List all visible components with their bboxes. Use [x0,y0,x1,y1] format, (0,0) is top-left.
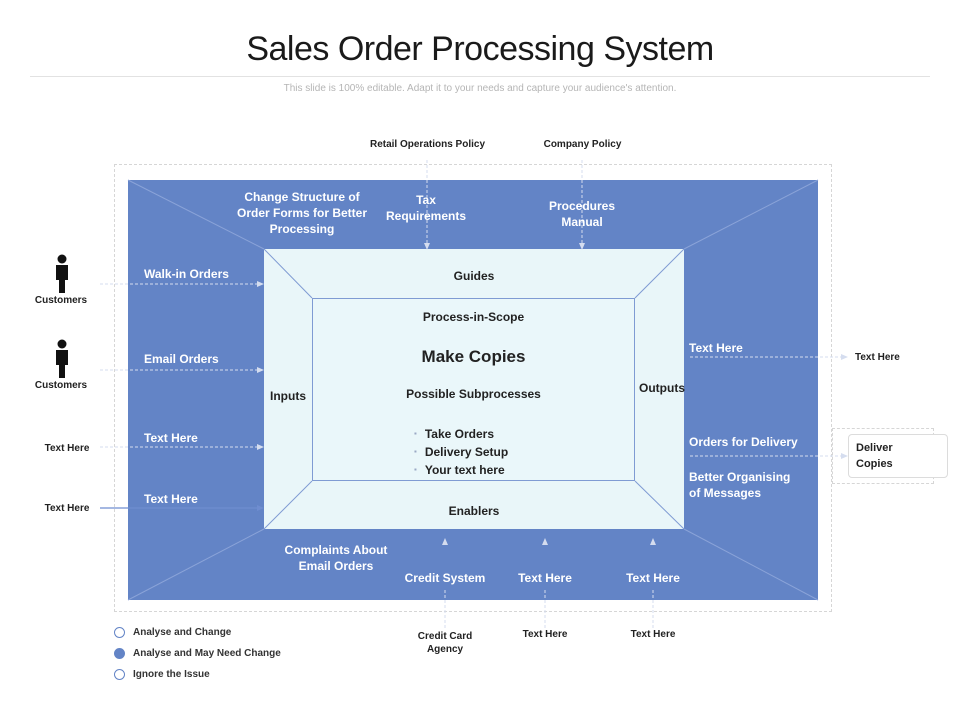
legend-filled-circle-icon [114,647,125,659]
procedures-manual-label: Procedures Manual [548,199,616,229]
legend-label: Ignore the Issue [133,668,210,680]
customer-person-icon [56,254,68,293]
bottom-text-label-2: Text Here [630,629,676,640]
subprocesses-title: Possible Subprocesses [406,387,541,401]
enabler-text-label-1: Text Here [518,571,572,585]
legend-circle-icon [114,668,125,680]
retail-policy-label: Retail Operations Policy [369,139,486,150]
left-text-label-1: Text Here [44,443,90,454]
enablers-label: Enablers [448,504,500,518]
legend-item-may-need-change: Analyse and May Need Change [114,645,281,661]
legend-label: Analyse and Change [133,626,232,638]
corner-line-tl-outer [127,179,265,250]
company-policy-label: Company Policy [543,139,622,150]
email-orders-label: Email Orders [144,352,219,366]
customer-person-icon [56,339,68,378]
corner-line-tl-inner [263,248,313,299]
legend-item-ignore: Ignore the Issue [114,666,210,682]
make-copies-label: Make Copies [421,347,526,366]
corner-line-tr-inner [634,248,685,299]
list-item: Take Orders [414,426,508,444]
orders-for-delivery-label: Orders for Delivery [689,435,798,449]
subprocess-list: Take Orders Delivery Setup Your text her… [414,426,508,480]
customers-label-2: Customers [34,380,88,391]
credit-card-agency-label: Credit Card Agency [417,631,473,655]
page-title: Sales Order Processing System [246,30,714,68]
guides-label: Guides [453,269,495,283]
output-text-label: Text Here [689,341,743,355]
input-text-label-1: Text Here [144,431,198,445]
complaints-label: Complaints About Email Orders [284,543,388,573]
page-subtitle: This slide is 100% editable. Adapt it to… [283,83,677,94]
outputs-label: Outputs [639,381,685,395]
corner-line-br-inner [634,480,685,530]
better-organising-label: Better Organising of Messages [689,470,791,500]
legend-item-analyse-change: Analyse and Change [114,624,231,640]
corner-line-bl-outer [127,528,265,601]
outer-dashed-frame [114,164,832,612]
deliver-copies-label: Deliver Copies [856,442,893,470]
legend-circle-icon [114,626,125,638]
tax-requirements-label: Tax Requirements [385,193,467,223]
walkin-orders-label: Walk-in Orders [144,267,229,281]
corner-line-br-outer [683,528,819,601]
title-divider [30,76,930,77]
credit-system-label: Credit System [404,571,486,585]
right-text-label: Text Here [855,352,900,363]
list-item: Your text here [414,462,508,480]
enabler-text-label-2: Text Here [626,571,680,585]
input-text-label-2: Text Here [144,492,198,506]
change-structure-label: Change Structure of Order Forms for Bett… [236,190,368,236]
deliver-copies-box: Deliver Copies [848,434,948,478]
corner-line-tr-outer [683,179,819,250]
left-text-label-2: Text Here [44,503,90,514]
list-item: Delivery Setup [414,444,508,462]
corner-line-bl-inner [263,480,313,530]
inputs-label: Inputs [270,389,306,403]
process-in-scope-label: Process-in-Scope [422,310,525,324]
bottom-text-label-1: Text Here [522,629,568,640]
legend-label: Analyse and May Need Change [133,647,281,659]
customers-label-1: Customers [34,295,88,306]
